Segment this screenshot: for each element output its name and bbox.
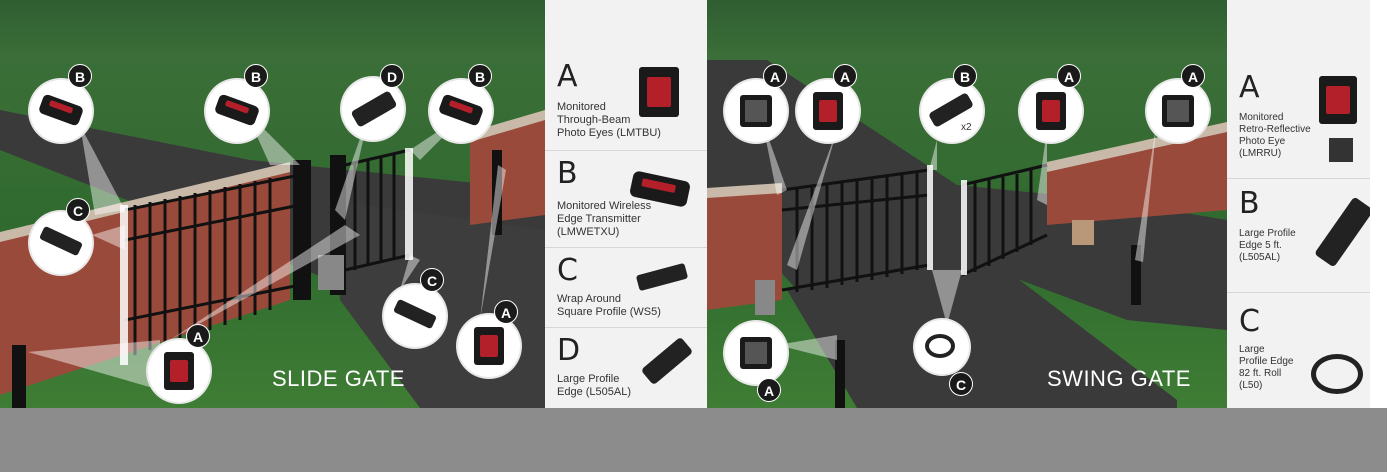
legend-letter: A: [1239, 70, 1260, 105]
photo-eye-icon: [813, 92, 843, 130]
legend-item-a: A Monitored Retro-Reflective Photo Eye (…: [1227, 66, 1370, 179]
badge-c: C: [420, 268, 444, 292]
legend-item-b: B Monitored Wireless Edge Transmitter (L…: [545, 152, 707, 248]
legend-letter: C: [1239, 304, 1260, 339]
large-profile-edge-bubble: [342, 78, 404, 140]
large-profile-edge-bubble: x2: [921, 80, 983, 142]
legend-description: Large Profile Edge 5 ft. (L505AL): [1239, 228, 1296, 263]
wireless-edge-transmitter-bubble: [430, 80, 492, 142]
badge-a: A: [1181, 64, 1205, 88]
legend-description: Large Profile Edge 82 ft. Roll (L50): [1239, 344, 1294, 391]
photo-eye-icon: [1036, 92, 1066, 130]
photo-eye-bubble: [1020, 80, 1082, 142]
bottom-bar: [0, 408, 1387, 472]
badge-b: B: [244, 64, 268, 88]
legend-description: Monitored Through-Beam Photo Eyes (LMTBU…: [557, 101, 661, 139]
swing-gate-title: SWING GATE: [1047, 366, 1191, 391]
legend-letter: B: [1239, 186, 1260, 221]
badge-b: B: [468, 64, 492, 88]
photo-eye-bubble: [148, 340, 210, 402]
wireless-edge-transmitter-bubble: [206, 80, 268, 142]
edge-roll-bubble: [915, 320, 969, 374]
photo-eye-bubble: [797, 80, 859, 142]
badge-a: A: [186, 324, 210, 348]
legend-item-a: A Monitored Through-Beam Photo Eyes (LMT…: [545, 55, 707, 151]
photo-eye-icon: [639, 67, 679, 117]
swing-gate-legend: A Monitored Retro-Reflective Photo Eye (…: [1227, 0, 1370, 408]
edge-profile-icon: [1314, 196, 1370, 268]
legend-letter: D: [557, 333, 581, 368]
legend-description: Monitored Wireless Edge Transmitter (LMW…: [557, 200, 652, 238]
transmitter-icon: [437, 93, 485, 127]
wrap-profile-icon: [635, 262, 689, 292]
retro-reflective-photo-eye-bubble: [725, 322, 787, 384]
badge-c: C: [949, 372, 973, 396]
photo-eye-bubble: [458, 315, 520, 377]
photo-eye-icon: [474, 327, 504, 365]
transmitter-icon: [213, 93, 261, 127]
right-margin: [1370, 0, 1387, 408]
photo-eye-icon: [1319, 76, 1357, 124]
badge-d: D: [380, 64, 404, 88]
legend-description: Wrap Around Square Profile (WS5): [557, 293, 661, 318]
legend-item-c: C Large Profile Edge 82 ft. Roll (L50): [1227, 300, 1370, 408]
badge-b: B: [953, 64, 977, 88]
legend-item-b: B Large Profile Edge 5 ft. (L505AL): [1227, 182, 1370, 293]
transmitter-icon: [37, 93, 85, 127]
slide-gate-title: SLIDE GATE: [272, 366, 405, 391]
photo-eye-icon: [740, 95, 772, 127]
legend-description: Large Profile Edge (L505AL): [557, 373, 631, 398]
slide-gate-legend: A Monitored Through-Beam Photo Eyes (LMT…: [545, 0, 707, 408]
photo-eye-icon: [740, 337, 772, 369]
quantity-label: x2: [961, 122, 972, 133]
legend-description: Monitored Retro-Reflective Photo Eye (LM…: [1239, 112, 1311, 159]
badge-b: B: [68, 64, 92, 88]
reflector-icon: [1329, 138, 1353, 162]
slide-gate-scene: B B D B C C A A SLIDE GATE: [0, 0, 545, 408]
cable-roll-icon: [1311, 354, 1363, 394]
cable-roll-icon: [925, 334, 955, 358]
badge-a: A: [763, 64, 787, 88]
swing-gate-scene: x2 A A B A A A C SWING GATE: [707, 0, 1227, 408]
badge-a: A: [757, 378, 781, 402]
legend-item-d: D Large Profile Edge (L505AL): [545, 329, 707, 408]
edge-profile-icon: [350, 90, 398, 128]
wireless-edge-transmitter-bubble: [30, 80, 92, 142]
wrap-profile-icon: [393, 298, 437, 330]
legend-letter: B: [557, 156, 578, 191]
wrap-profile-icon: [39, 225, 83, 257]
edge-profile-icon: [640, 336, 694, 386]
badge-c: C: [66, 198, 90, 222]
photo-eye-icon: [1162, 95, 1194, 127]
legend-letter: C: [557, 253, 578, 288]
badge-a: A: [1057, 64, 1081, 88]
photo-eye-icon: [164, 352, 194, 390]
wrap-around-profile-bubble: [30, 212, 92, 274]
badge-a: A: [494, 300, 518, 324]
legend-item-c: C Wrap Around Square Profile (WS5): [545, 249, 707, 328]
badge-a: A: [833, 64, 857, 88]
retro-reflective-photo-eye-bubble: [725, 80, 787, 142]
retro-reflective-photo-eye-bubble: [1147, 80, 1209, 142]
wrap-around-profile-bubble: [384, 285, 446, 347]
legend-letter: A: [557, 59, 578, 94]
